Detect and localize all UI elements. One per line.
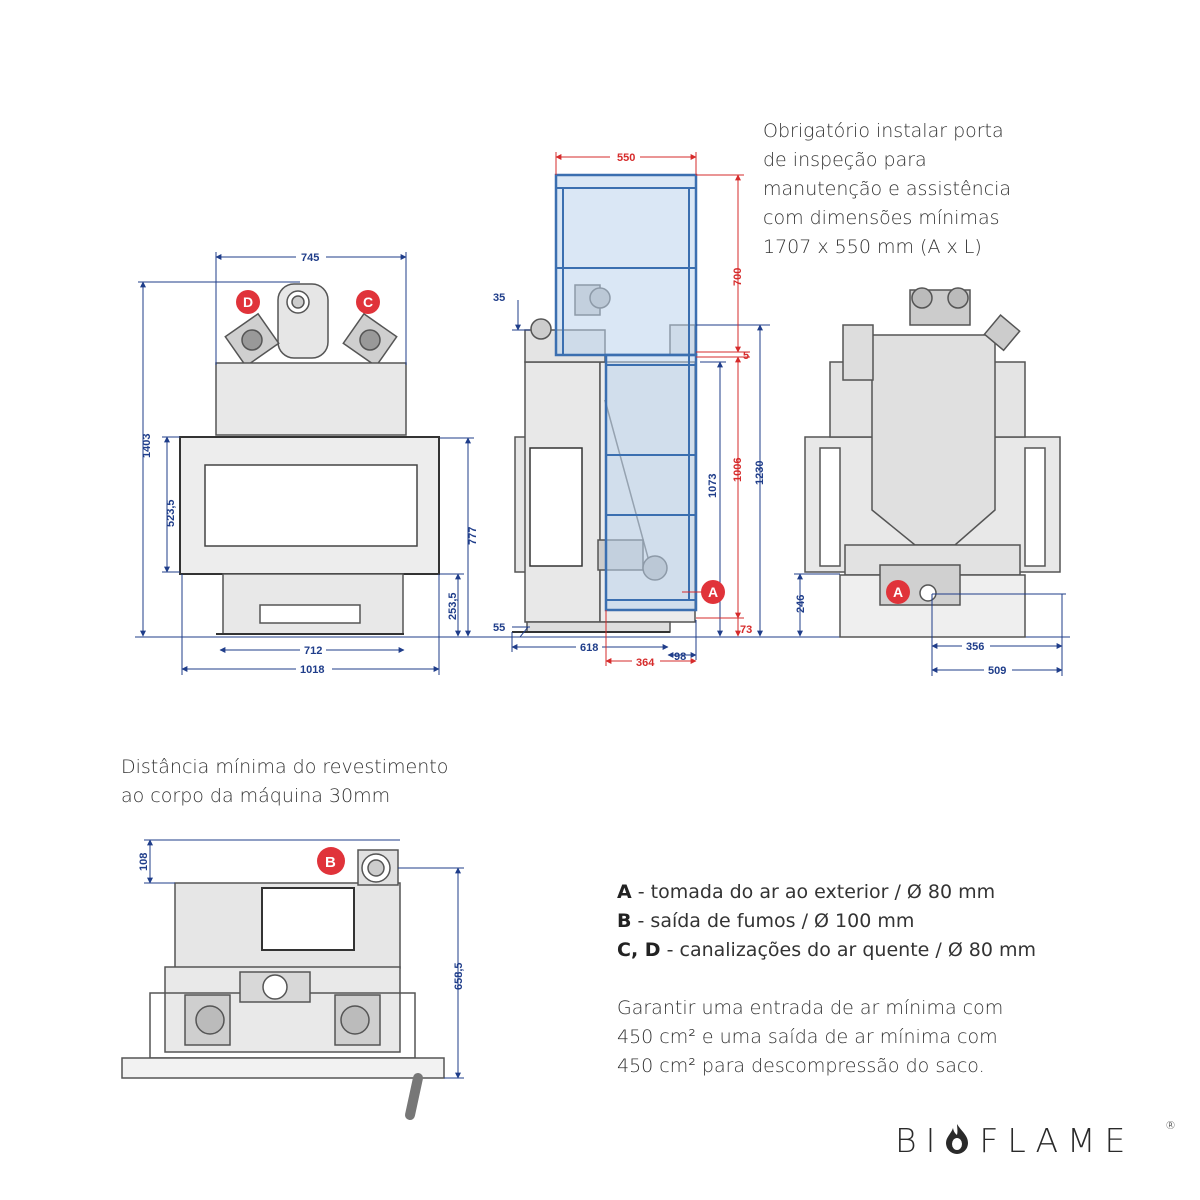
side-dim-labels: 35 55 618 1073 700 1006 1230 98 550 700 … bbox=[493, 152, 766, 669]
dim-1006-label: 1006 bbox=[732, 458, 744, 482]
marker-c: C bbox=[356, 290, 380, 314]
legend-item-cd: C, D - canalizações do ar quente / Ø 80 … bbox=[617, 936, 1097, 965]
marker-a-back: A bbox=[886, 580, 910, 604]
marker-a-back-label: A bbox=[893, 584, 903, 600]
dim-1403: 1403 bbox=[141, 434, 153, 458]
dim-700: 700 bbox=[732, 268, 744, 286]
dim-5: 5 bbox=[743, 350, 749, 362]
dim-1018: 1018 bbox=[300, 664, 324, 676]
registered-mark: ® bbox=[1165, 1119, 1176, 1132]
dim-550: 550 bbox=[617, 152, 635, 164]
dim-253-5: 253,5 bbox=[447, 592, 459, 620]
dim-1073: 1073 bbox=[707, 474, 719, 498]
plan-dim-labels: 108 658,5 bbox=[138, 853, 465, 990]
distance-note-line: ao corpo da máquina 30mm bbox=[121, 785, 391, 807]
logo-text-left: BI bbox=[895, 1121, 945, 1160]
front-dimensions bbox=[138, 252, 474, 675]
legend-text: - canalizações do ar quente / Ø 80 mm bbox=[660, 939, 1037, 961]
plan-dimensions bbox=[144, 839, 464, 1079]
marker-c-label: C bbox=[363, 294, 373, 310]
inspection-door bbox=[554, 173, 698, 612]
air-note-line: 450 cm² para descompressão do saco. bbox=[617, 1055, 985, 1077]
marker-d-label: D bbox=[243, 294, 253, 310]
dim-745: 745 bbox=[301, 252, 319, 264]
distance-note: Distância mínima do revestimento ao corp… bbox=[121, 753, 541, 811]
dim-55: 55 bbox=[493, 622, 505, 634]
dim-73: 73 bbox=[740, 624, 752, 636]
legend-key: C, D bbox=[617, 939, 661, 961]
dim-98: 98 bbox=[674, 651, 686, 663]
marker-d: D bbox=[236, 290, 260, 314]
back-dimensions bbox=[794, 573, 1066, 676]
plan-view bbox=[121, 849, 445, 1120]
inspection-note-line: de inspeção para bbox=[763, 149, 927, 171]
legend-key: A bbox=[617, 881, 632, 903]
logo-text-right: FLAME bbox=[979, 1121, 1135, 1160]
legend-item-a: A - tomada do ar ao exterior / Ø 80 mm bbox=[617, 878, 1097, 907]
inspection-note-line: manutenção e assistência bbox=[763, 178, 1012, 200]
dim-618: 618 bbox=[580, 642, 598, 654]
back-dim-labels: 246 356 509 bbox=[795, 595, 1012, 677]
side-view bbox=[512, 284, 696, 633]
bioflame-logo: BI FLAME ® bbox=[895, 1119, 1185, 1161]
dim-523-5: 523,5 bbox=[165, 499, 177, 527]
front-view bbox=[179, 283, 440, 635]
dim-246: 246 bbox=[795, 595, 807, 613]
legend-text: - saída de fumos / Ø 100 mm bbox=[631, 910, 915, 932]
inspection-note-line: com dimensões mínimas bbox=[763, 207, 1000, 229]
inspection-note-line: Obrigatório instalar porta bbox=[763, 120, 1004, 142]
dim-712: 712 bbox=[304, 645, 322, 657]
dim-1230: 1230 bbox=[754, 461, 766, 485]
side-dimensions bbox=[511, 300, 770, 660]
dim-108: 108 bbox=[138, 853, 150, 871]
inspection-note: Obrigatório instalar porta de inspeção p… bbox=[763, 117, 1103, 262]
dim-509: 509 bbox=[988, 665, 1006, 677]
air-note: Garantir uma entrada de ar mínima com 45… bbox=[617, 994, 1097, 1081]
air-note-line: Garantir uma entrada de ar mínima com bbox=[617, 997, 1004, 1019]
dim-356: 356 bbox=[966, 641, 984, 653]
legend-text: - tomada do ar ao exterior / Ø 80 mm bbox=[631, 881, 996, 903]
marker-a-side: A bbox=[701, 580, 725, 604]
marker-b: B bbox=[317, 847, 345, 875]
marker-b-label: B bbox=[325, 854, 336, 871]
marker-a-side-label: A bbox=[708, 584, 718, 600]
legend: A - tomada do ar ao exterior / Ø 80 mm B… bbox=[617, 878, 1097, 965]
inspection-dimensions bbox=[555, 152, 750, 666]
back-view bbox=[804, 287, 1061, 638]
distance-note-line: Distância mínima do revestimento bbox=[121, 756, 449, 778]
flame-o-icon bbox=[946, 1124, 969, 1154]
dim-35: 35 bbox=[493, 292, 505, 304]
dim-364: 364 bbox=[636, 657, 655, 669]
legend-item-b: B - saída de fumos / Ø 100 mm bbox=[617, 907, 1097, 936]
inspection-note-line: 1707 x 550 mm (A x L) bbox=[763, 236, 982, 258]
legend-key: B bbox=[617, 910, 632, 932]
dim-777: 777 bbox=[467, 527, 479, 545]
front-dim-labels: 745 1403 523,5 712 1018 777 253,5 bbox=[141, 250, 479, 676]
dim-658-5: 658,5 bbox=[453, 962, 465, 990]
air-note-line: 450 cm² e uma saída de ar mínima com bbox=[617, 1026, 998, 1048]
